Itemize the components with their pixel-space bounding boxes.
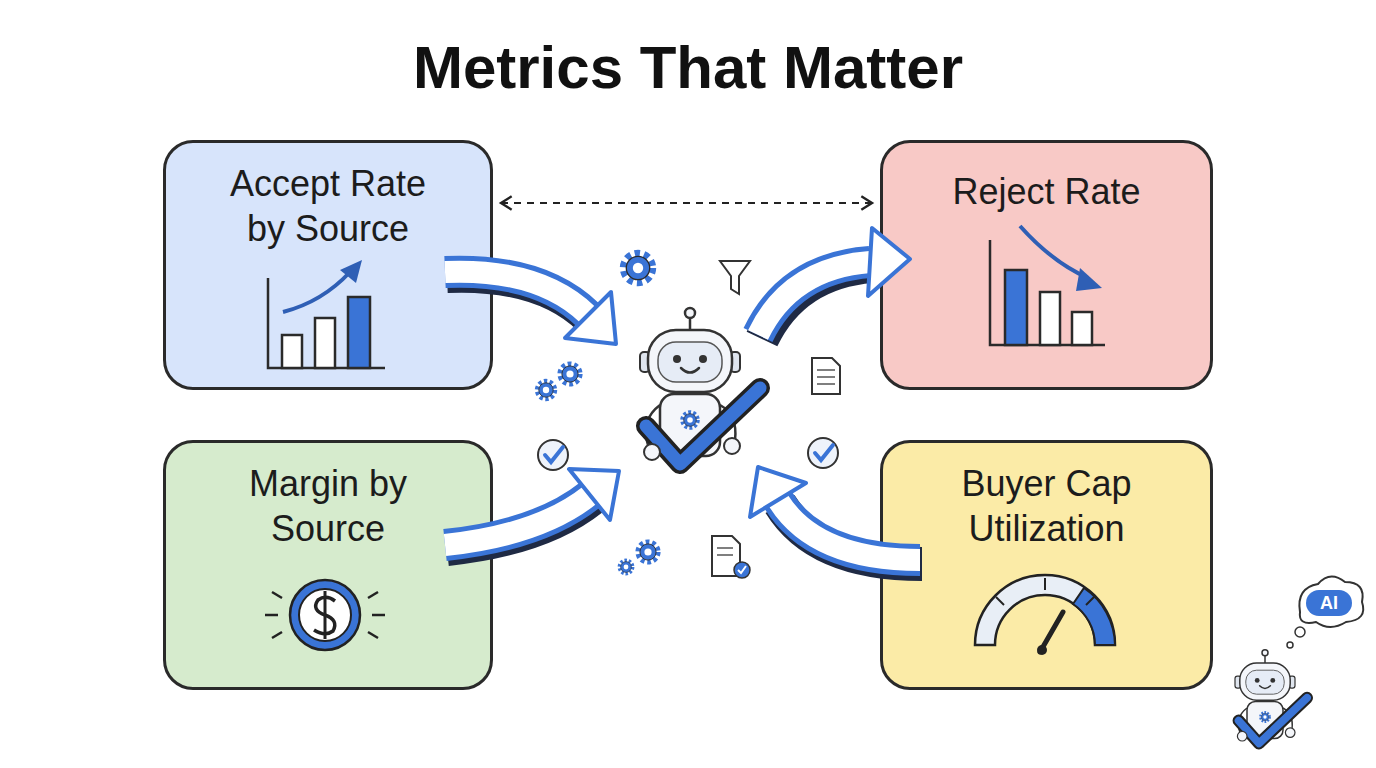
gear-symbol xyxy=(624,254,653,283)
metric-box: Reject Rate xyxy=(880,140,1213,390)
metric-label: Buyer Cap Utilization xyxy=(927,461,1167,551)
utilization-gauge xyxy=(975,575,1115,655)
check-symbol xyxy=(808,438,838,468)
funnel-symbol xyxy=(720,261,750,294)
diagram-title: Metrics That Matter xyxy=(0,30,1376,106)
check-symbol xyxy=(538,440,568,470)
gear-symbol xyxy=(560,364,580,384)
falling-bar-chart xyxy=(990,226,1105,345)
dollar-coin xyxy=(265,580,385,650)
metric-label: Accept Rate by Source xyxy=(208,161,448,251)
metric-label: Margin by Source xyxy=(208,461,448,551)
badge-text: AI xyxy=(1306,590,1352,616)
gear-symbol xyxy=(537,381,555,399)
document-check-symbol xyxy=(712,536,750,578)
thought-bubble xyxy=(1287,576,1363,648)
flow-arrow xyxy=(750,467,922,564)
metric-box: Accept Rate by Source xyxy=(163,140,493,390)
dashed-connector xyxy=(501,202,872,204)
metric-label: Reject Rate xyxy=(907,169,1187,214)
robot-figure xyxy=(1235,650,1307,744)
gear-symbol xyxy=(638,542,658,562)
flow-arrow xyxy=(445,272,616,344)
metric-box: Buyer Cap Utilization xyxy=(880,440,1213,690)
rising-bar-chart xyxy=(268,260,385,368)
robot-figure xyxy=(640,308,760,464)
document-symbol xyxy=(812,358,840,394)
flow-arrow xyxy=(758,228,910,339)
gear-symbol xyxy=(619,560,632,573)
flow-arrow xyxy=(445,469,619,549)
metric-box: Margin by Source xyxy=(163,440,493,690)
